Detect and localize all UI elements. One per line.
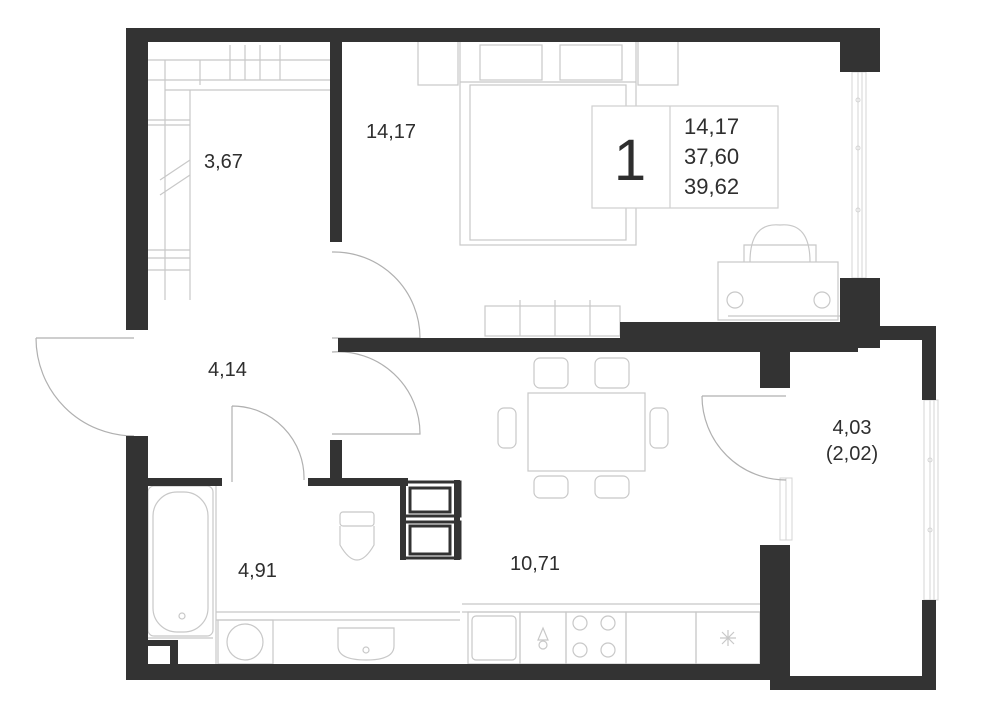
dining-table — [497, 357, 669, 499]
hall-area: 4,14 — [208, 359, 247, 381]
balcony-window — [923, 399, 939, 601]
wardrobe-area: 3,67 — [204, 151, 243, 173]
balcony-area: 4,03 — [833, 417, 872, 439]
bathroom-area: 4,91 — [238, 560, 277, 582]
bedroom-area: 14,17 — [366, 121, 416, 143]
desk-and-chair — [717, 224, 846, 321]
rooms-count: 1 — [614, 128, 646, 193]
total-area: 37,60 — [684, 144, 739, 169]
tv-stand — [484, 300, 621, 337]
bedroom-window — [851, 71, 867, 279]
balcony-reduced-area: (2,02) — [826, 443, 878, 465]
kitchen-window-door — [779, 477, 793, 541]
door-swings — [35, 251, 787, 482]
walls — [126, 28, 936, 690]
living-area: 14,17 — [684, 114, 739, 139]
kitchen-area: 10,71 — [510, 553, 560, 575]
kitchen-counter — [462, 603, 761, 665]
area-summary-box: 1 14,17 37,60 39,62 — [591, 105, 779, 209]
wardrobe-shelving — [148, 45, 330, 300]
total-area-with-balcony: 39,62 — [684, 174, 739, 199]
ventilation-shafts — [400, 480, 462, 560]
